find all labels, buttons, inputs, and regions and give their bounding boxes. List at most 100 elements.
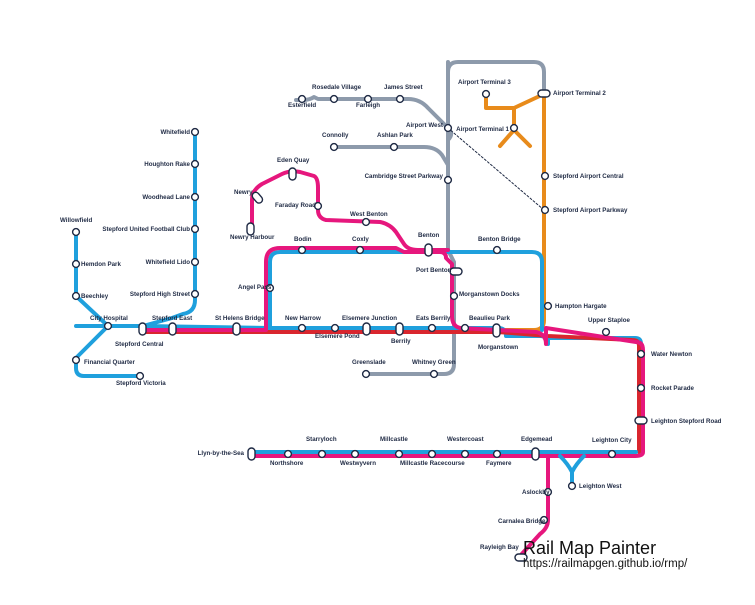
station-airport-terminal-2[interactable] [537,89,551,98]
station-rosedale-village[interactable] [329,94,339,104]
station-faymere[interactable] [492,449,502,459]
label-carnalea-bridge: Carnalea Bridge [498,518,546,525]
label-beaulieu-park: Beaulieu Park [469,315,510,322]
station-starryloch[interactable] [317,449,327,459]
label-stepford-central: Stepford Central [115,341,164,348]
station-faraday-road[interactable] [313,201,323,211]
station-whitefield-lido[interactable] [190,257,200,267]
station-james-street[interactable] [395,94,405,104]
label-leighton-west: Leighton West [579,483,622,490]
station-st-helens-bridge[interactable] [232,322,241,336]
station-airport-west[interactable] [443,123,453,133]
label-rayleigh-bay: Rayleigh Bay [480,544,519,551]
label-benton: Benton [418,232,440,239]
station-bodin[interactable] [297,245,307,255]
station-stepford-airport-parkway[interactable] [540,205,550,215]
station-stepford-ufc[interactable] [190,224,200,234]
label-stepford-ufc: Stepford United Football Club [102,226,190,233]
label-willowfield: Willowfield [60,217,92,224]
station-ashlan-park[interactable] [389,142,399,152]
label-stepford-airport-central: Stepford Airport Central [553,173,624,180]
label-rosedale-village: Rosedale Village [312,84,362,91]
station-coxly[interactable] [355,245,365,255]
station-westwyvern[interactable] [350,449,360,459]
station-berrily[interactable] [395,322,404,336]
station-angel-pass[interactable] [265,283,275,293]
station-morganstown-docks[interactable] [449,291,459,301]
station-stepford-east[interactable] [168,322,177,336]
station-aslockby[interactable] [543,487,553,497]
station-hampton-hargate[interactable] [543,301,553,311]
branding-title: Rail Map Painter [523,538,656,558]
label-city-hospital: City Hospital [90,315,128,322]
station-westercoast[interactable] [460,449,470,459]
station-rocket-parade[interactable] [636,383,646,393]
station-stepford-high-street[interactable] [190,289,200,299]
station-greenslade[interactable] [361,369,371,379]
station-morganstown[interactable] [492,323,501,338]
station-cambridge-street-parkway[interactable] [443,175,453,185]
station-whitefield[interactable] [190,127,200,137]
station-leighton-city[interactable] [607,449,617,459]
label-whitefield-lido: Whitefield Lido [146,259,191,266]
station-west-benton[interactable] [361,217,371,227]
station-newry-harbour[interactable] [246,222,255,236]
label-llyn-by-the-sea: Llyn-by-the-Sea [198,450,245,457]
label-st-helens-bridge: St Helens Bridge [215,315,265,322]
station-northshore[interactable] [283,449,293,459]
label-leighton-stepford-road: Leighton Stepford Road [651,418,722,425]
label-stepford-victoria: Stepford Victoria [116,380,166,387]
line-grey-esterfield [294,95,453,174]
station-beechley[interactable] [71,291,81,301]
station-llyn-by-the-sea[interactable] [247,447,256,461]
station-houghton-rake[interactable] [190,159,200,169]
label-elsemere-pond: Elsemere Pond [315,333,360,340]
station-benton[interactable] [424,243,433,257]
label-elsemere-junction: Elsemere Junction [342,315,397,322]
station-stepford-victoria[interactable] [135,371,145,381]
station-willowfield[interactable] [71,227,81,237]
label-morganstown-docks: Morganstown Docks [459,291,520,298]
label-stepford-east: Stepford East [152,315,192,322]
station-upper-staploe[interactable] [601,327,611,337]
station-elsemere-pond[interactable] [362,322,371,336]
station-stepford-central[interactable] [138,322,147,336]
station-millcastle[interactable] [394,449,404,459]
label-hampton-hargate: Hampton Hargate [555,303,607,310]
station-leighton-west[interactable] [567,481,577,491]
label-hemdon-park: Hemdon Park [81,261,121,268]
station-woodhead-lane[interactable] [190,192,200,202]
station-eden-quay[interactable] [288,167,297,181]
line-grey-connolly [332,145,450,250]
station-beaulieu-park[interactable] [460,323,470,333]
station-millcastle-racecourse[interactable] [427,449,437,459]
station-elsemere-junction[interactable] [330,323,340,333]
station-airport-terminal-3[interactable] [481,89,491,99]
station-carnalea-bridge[interactable] [539,515,549,525]
station-port-benton[interactable] [449,267,463,276]
station-new-harrow[interactable] [297,323,307,333]
station-financial-quarter[interactable] [71,355,81,365]
station-edgemead[interactable] [531,447,540,461]
airport-link-dashed [447,127,545,211]
station-esterfield[interactable] [297,94,307,104]
label-leighton-city: Leighton City [592,437,632,444]
label-millcastle: Millcastle [380,436,408,443]
station-whitney-green[interactable] [429,369,439,379]
station-stepford-airport-central[interactable] [540,171,550,181]
station-farleigh[interactable] [363,94,373,104]
label-eats-berrily: Eats Berrily [416,315,451,322]
station-newry[interactable] [251,191,264,205]
station-water-newton[interactable] [636,349,646,359]
station-hemdon-park[interactable] [71,259,81,269]
label-woodhead-lane: Woodhead Lane [142,194,190,201]
station-rayleigh-bay[interactable] [514,553,528,562]
station-benton-bridge[interactable] [492,245,502,255]
station-eats-berrily[interactable] [427,323,437,333]
station-city-hospital[interactable] [103,321,113,331]
station-leighton-stepford-road[interactable] [634,416,648,425]
station-connolly[interactable] [329,142,339,152]
label-starryloch: Starryloch [306,436,337,443]
station-airport-terminal-1[interactable] [509,123,519,133]
